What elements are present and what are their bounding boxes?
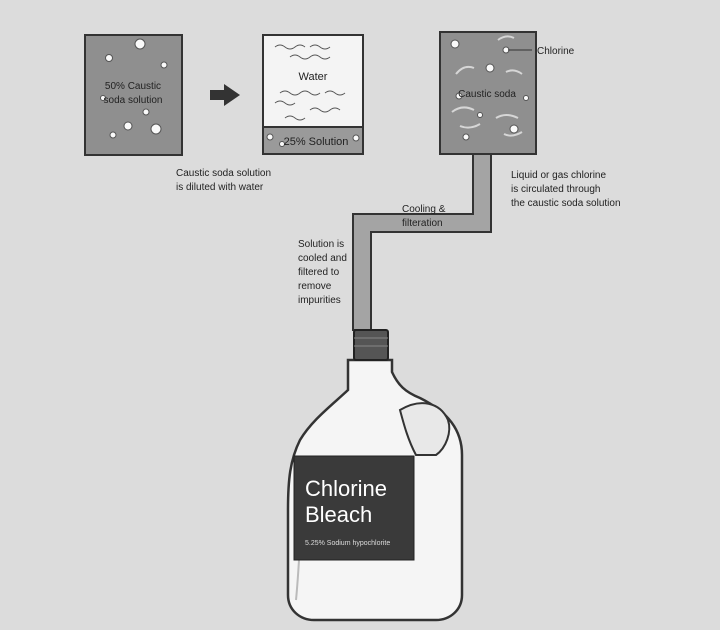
tank1-label-line1: 50% Caustic [105, 81, 161, 92]
bottle-cap [353, 329, 389, 361]
bottle-title-line2: Bleach [305, 502, 372, 527]
chlorine-caption-line3: the caustic soda solution [511, 198, 621, 209]
solution-caption-line1: Solution is [298, 239, 344, 250]
wave-icon [274, 44, 346, 121]
bleach-bottle: Chlorine Bleach 5.25% Sodium hypochlorit… [286, 329, 464, 622]
cooling-caption-line1: Cooling & [402, 204, 446, 215]
dilution-caption-line1: Caustic soda solution [176, 168, 271, 179]
solution-caption-line3: filtered to [298, 267, 340, 278]
chlorine-caption-line1: Liquid or gas chlorine [511, 170, 606, 181]
cooling-caption: Cooling & filteration [402, 204, 446, 229]
solution-caption-line2: cooled and [298, 253, 347, 264]
chlorination-tank: Caustic soda Chlorine [439, 31, 575, 155]
wave-icon [451, 35, 523, 137]
cooling-pipe [352, 152, 492, 331]
bubble-icon [100, 38, 168, 139]
solution-layer [262, 126, 364, 155]
dilution-tank: Water 25% Solution [262, 34, 364, 155]
chlorine-callout: Chlorine [537, 46, 575, 57]
bubble-icon [450, 39, 529, 141]
caustic-soda-tank: 50% Caustic soda solution [84, 34, 183, 156]
bottle-handle [398, 402, 451, 456]
water-label: Water [299, 71, 328, 83]
bottle-label [293, 455, 415, 561]
right-arrow-icon [210, 84, 240, 106]
water-layer [262, 34, 364, 128]
dilution-caption-line2: is diluted with water [176, 182, 264, 193]
chlorine-caption-line2: is circulated through [511, 184, 601, 195]
solution-caption-line4: remove [298, 281, 332, 292]
tank1-label-line2: soda solution [104, 95, 163, 106]
caustic-soda-label: Caustic soda [458, 89, 516, 100]
solution-label: 25% Solution [284, 136, 349, 148]
dilution-caption: Caustic soda solution is diluted with wa… [176, 168, 271, 193]
solution-caption-line5: impurities [298, 295, 341, 306]
bottle-subtitle: 5.25% Sodium hypochlorite [305, 540, 390, 547]
bubble-icon [266, 133, 360, 147]
chlorine-caption: Liquid or gas chlorine is circulated thr… [511, 170, 621, 209]
solution-caption: Solution is cooled and filtered to remov… [298, 239, 347, 306]
cooling-caption-line2: filteration [402, 218, 443, 229]
bottle-title-line1: Chlorine [305, 476, 387, 501]
tank-50-percent [84, 34, 183, 156]
